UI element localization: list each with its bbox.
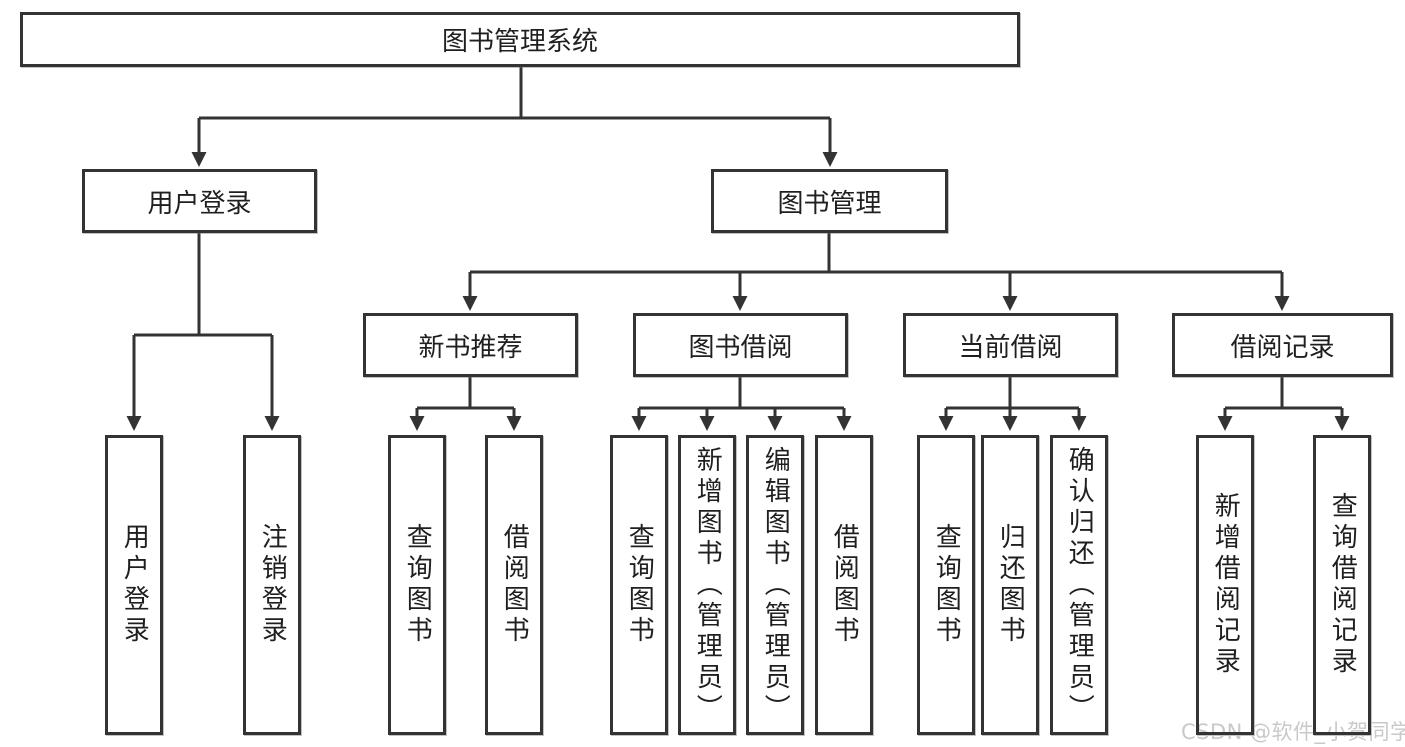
leaf-label: 借阅图书	[499, 523, 530, 647]
leaf-bb-edit-books-admin: 编辑图书（管理员）	[746, 435, 804, 735]
node-book-borrow: 图书借阅	[633, 313, 848, 377]
node-borrow-records: 借阅记录	[1172, 313, 1393, 377]
connector-borrow-records-children	[1217, 377, 1350, 431]
node-new-book-recommend: 新书推荐	[363, 313, 578, 377]
leaf-cb-query-books: 查询图书	[917, 435, 975, 735]
leaf-nb-borrow-books: 借阅图书	[485, 435, 543, 735]
leaf-cb-return-books: 归还图书	[981, 435, 1039, 735]
leaf-rec-add-record: 新增借阅记录	[1196, 435, 1254, 735]
connector-current-borrow-children	[938, 377, 1087, 431]
watermark: CSDN @软件_小贺同学	[1181, 720, 1405, 744]
leaf-label: 新增借阅记录	[1210, 492, 1241, 678]
node-library-system: 图书管理系统	[20, 12, 1020, 67]
leaf-label: 归还图书	[995, 523, 1026, 647]
leaf-logout: 注销登录	[243, 435, 301, 735]
leaf-label: 查询借阅记录	[1327, 492, 1358, 678]
connector-root-to-level2	[191, 67, 838, 167]
connector-book-borrow-children	[631, 377, 852, 431]
leaf-label: 编辑图书（管理员）	[760, 445, 791, 725]
leaf-bb-borrow-books: 借阅图书	[815, 435, 873, 735]
node-book-management: 图书管理	[711, 169, 948, 233]
leaf-cb-confirm-return-admin: 确认归还（管理员）	[1050, 435, 1108, 735]
node-current-borrow: 当前借阅	[903, 313, 1118, 377]
leaf-rec-query-record: 查询借阅记录	[1313, 435, 1371, 735]
leaf-label: 查询图书	[402, 523, 433, 647]
leaf-label: 查询图书	[624, 523, 655, 647]
connector-book-management-children	[462, 233, 1290, 311]
leaf-label: 查询图书	[931, 523, 962, 647]
leaf-bb-query-books: 查询图书	[610, 435, 668, 735]
connector-user-login-children	[126, 233, 280, 431]
leaf-label: 借阅图书	[829, 523, 860, 647]
leaf-bb-add-books-admin: 新增图书（管理员）	[678, 435, 736, 735]
leaf-label: 用户登录	[119, 523, 150, 647]
leaf-user-login: 用户登录	[105, 435, 163, 735]
leaf-label: 注销登录	[257, 523, 288, 647]
leaf-label: 新增图书（管理员）	[692, 445, 723, 725]
leaf-nb-query-books: 查询图书	[388, 435, 446, 735]
node-user-login: 用户登录	[82, 169, 317, 233]
connector-new-book-children	[409, 377, 522, 431]
leaf-label: 确认归还（管理员）	[1064, 445, 1095, 725]
